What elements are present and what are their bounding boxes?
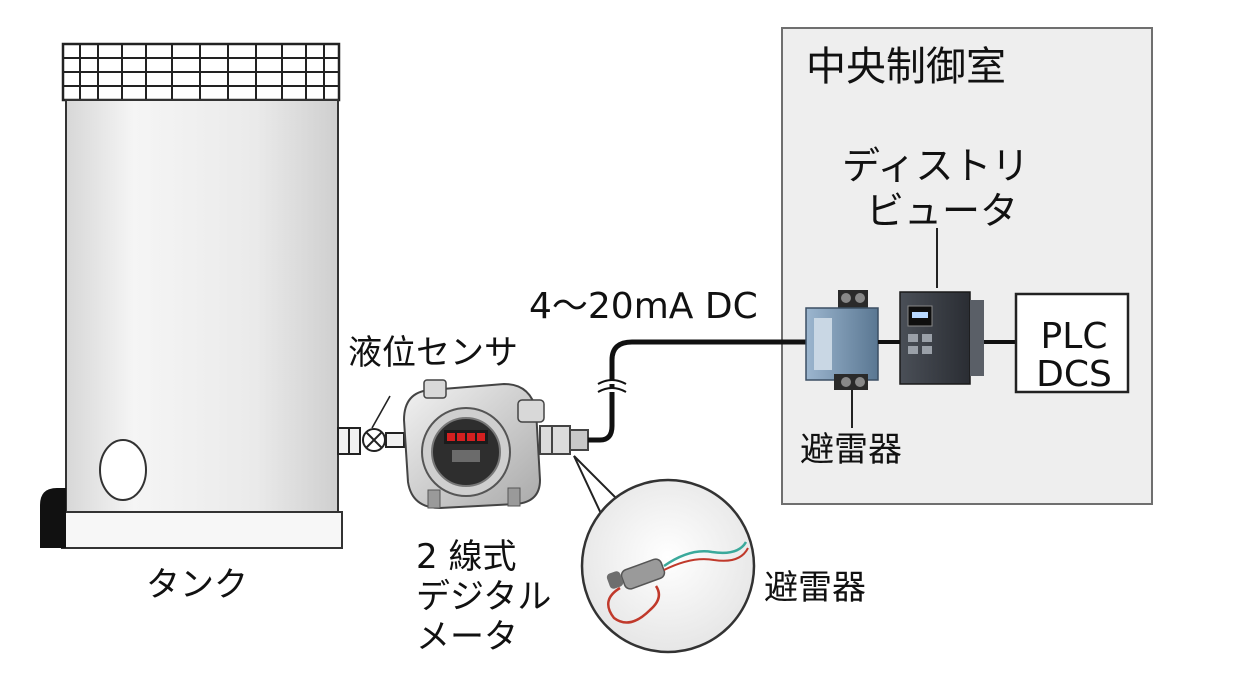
controller-label-line-2: DCS — [1036, 353, 1112, 395]
sensor-pointer-line — [371, 395, 391, 429]
arrester-inset — [580, 478, 756, 654]
room-arrester — [805, 290, 879, 428]
controller-box — [1014, 292, 1130, 394]
signal-cable — [588, 339, 810, 443]
digital-meter — [402, 379, 545, 510]
distributor-label-line-1: ディストリ — [842, 144, 1030, 188]
distributor — [899, 228, 984, 385]
control-room-box — [781, 27, 1153, 505]
distributor-label: ディストリ ビュータ — [842, 144, 1029, 234]
tank-label: タンク — [146, 565, 248, 605]
controller-label: PLC DCS — [1022, 318, 1126, 394]
meter-label-line-3: メータ — [416, 617, 518, 658]
meter-label-line-1: 2 線式 — [416, 537, 517, 577]
room-arrester-label: 避雷器 — [800, 430, 902, 470]
tank-base — [61, 511, 343, 549]
tank-manhole — [99, 439, 147, 501]
tank — [40, 42, 343, 549]
tank-drain-pipe — [40, 488, 66, 548]
digital-meter-label: 2 線式 デジタル メータ — [416, 537, 551, 657]
distributor-label-line-2: ビュータ — [866, 188, 1019, 233]
meter-label-line-2: デジタル — [416, 577, 552, 618]
sensor-piping — [337, 395, 405, 455]
cable-break-mark — [597, 379, 627, 393]
level-sensor-label: 液位センサ — [348, 333, 518, 373]
signal-label: 4～20mA DC — [529, 286, 758, 327]
control-room-title: 中央制御室 — [806, 44, 1006, 90]
controller-label-line-1: PLC — [1040, 316, 1108, 357]
field-arrester — [539, 425, 589, 455]
inset-arrester-label: 避雷器 — [764, 568, 866, 608]
